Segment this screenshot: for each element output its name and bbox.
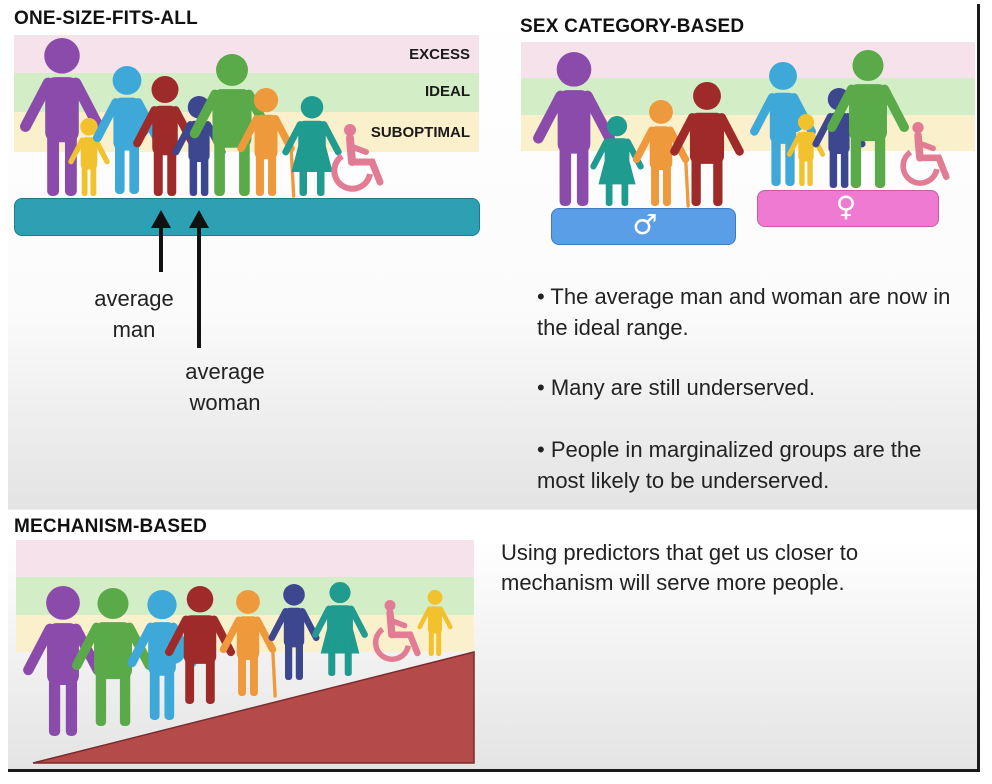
arrow-average-woman	[189, 210, 209, 348]
female-symbol-icon: ♀	[835, 190, 857, 223]
average-man-label: average man	[94, 286, 174, 342]
person-teal-figure-icon	[590, 116, 644, 206]
person-teal-figure-icon	[282, 96, 342, 196]
child-yellow-figure-icon	[68, 118, 110, 196]
suboptimal-label: SUBOPTIMAL	[370, 124, 470, 141]
bullet-underserved: • Many are still underserved.	[537, 375, 815, 400]
sex-based-title: SEX CATEGORY-BASED	[520, 16, 745, 37]
pregnant-blue-figure-icon	[93, 66, 162, 194]
man-green-figure-icon	[189, 54, 275, 196]
male-platform	[551, 208, 736, 245]
man-purple-figure-icon	[533, 51, 615, 206]
mechanism-title: MECHANISM-BASED	[14, 516, 207, 537]
excess-band-sex	[521, 42, 975, 78]
elder-orange-figure-icon	[237, 88, 296, 198]
female-platform	[757, 190, 939, 227]
bullet-marginalized: • People in marginalized groups are the …	[537, 437, 922, 493]
excess-band-mech	[16, 540, 474, 577]
ramp-shape	[32, 651, 475, 764]
wheelchair-user-icon	[331, 124, 384, 192]
man-green-figure-icon	[72, 588, 154, 726]
person-teal-figure-icon	[312, 582, 368, 676]
bullet-ideal-range: • The average man and woman are now in t…	[537, 284, 951, 340]
child-yellow-figure-icon	[786, 114, 826, 186]
man-purple-figure-icon	[20, 38, 104, 196]
woman-navy-figure-icon	[268, 584, 320, 680]
elder-orange-figure-icon	[219, 590, 277, 698]
pregnant-blue-figure-icon	[127, 590, 197, 720]
one-size-title: ONE-SIZE-FITS-ALL	[14, 8, 198, 29]
ideal-label: IDEAL	[425, 83, 470, 100]
wheelchair-user-icon	[900, 122, 950, 186]
one-size-platform	[14, 198, 480, 236]
pregnant-blue-figure-icon	[750, 61, 816, 186]
elder-orange-figure-icon	[632, 100, 690, 208]
male-symbol-icon: ♂	[632, 208, 658, 241]
man-red-figure-icon	[670, 82, 744, 206]
child-yellow-figure-icon	[417, 590, 453, 656]
wheelchair-user-icon	[372, 600, 421, 662]
mechanism-description: Using predictors that get us closer to m…	[501, 540, 859, 595]
man-purple-figure-icon	[23, 586, 103, 736]
man-green-figure-icon	[827, 50, 909, 188]
excess-label: EXCESS	[409, 46, 470, 63]
arrow-average-man	[151, 210, 171, 272]
average-woman-label: average woman	[185, 359, 265, 415]
